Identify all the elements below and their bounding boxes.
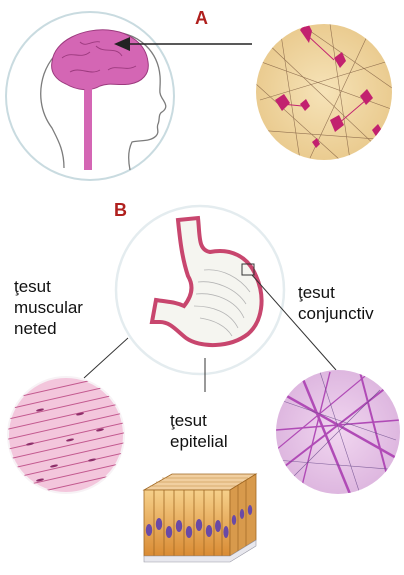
label-smooth-muscle: ţesut muscular neted bbox=[14, 276, 83, 339]
stomach-circle bbox=[116, 206, 284, 374]
nervous-tissue-micrograph bbox=[256, 21, 394, 160]
smooth-muscle-micrograph bbox=[4, 372, 128, 510]
epithelial-tissue-block bbox=[144, 474, 256, 562]
head-circle bbox=[6, 12, 174, 180]
connective-tissue-micrograph bbox=[276, 370, 400, 494]
label-epithelial: ţesut epitelial bbox=[170, 410, 228, 452]
label-connective: ţesut conjunctiv bbox=[298, 282, 374, 324]
